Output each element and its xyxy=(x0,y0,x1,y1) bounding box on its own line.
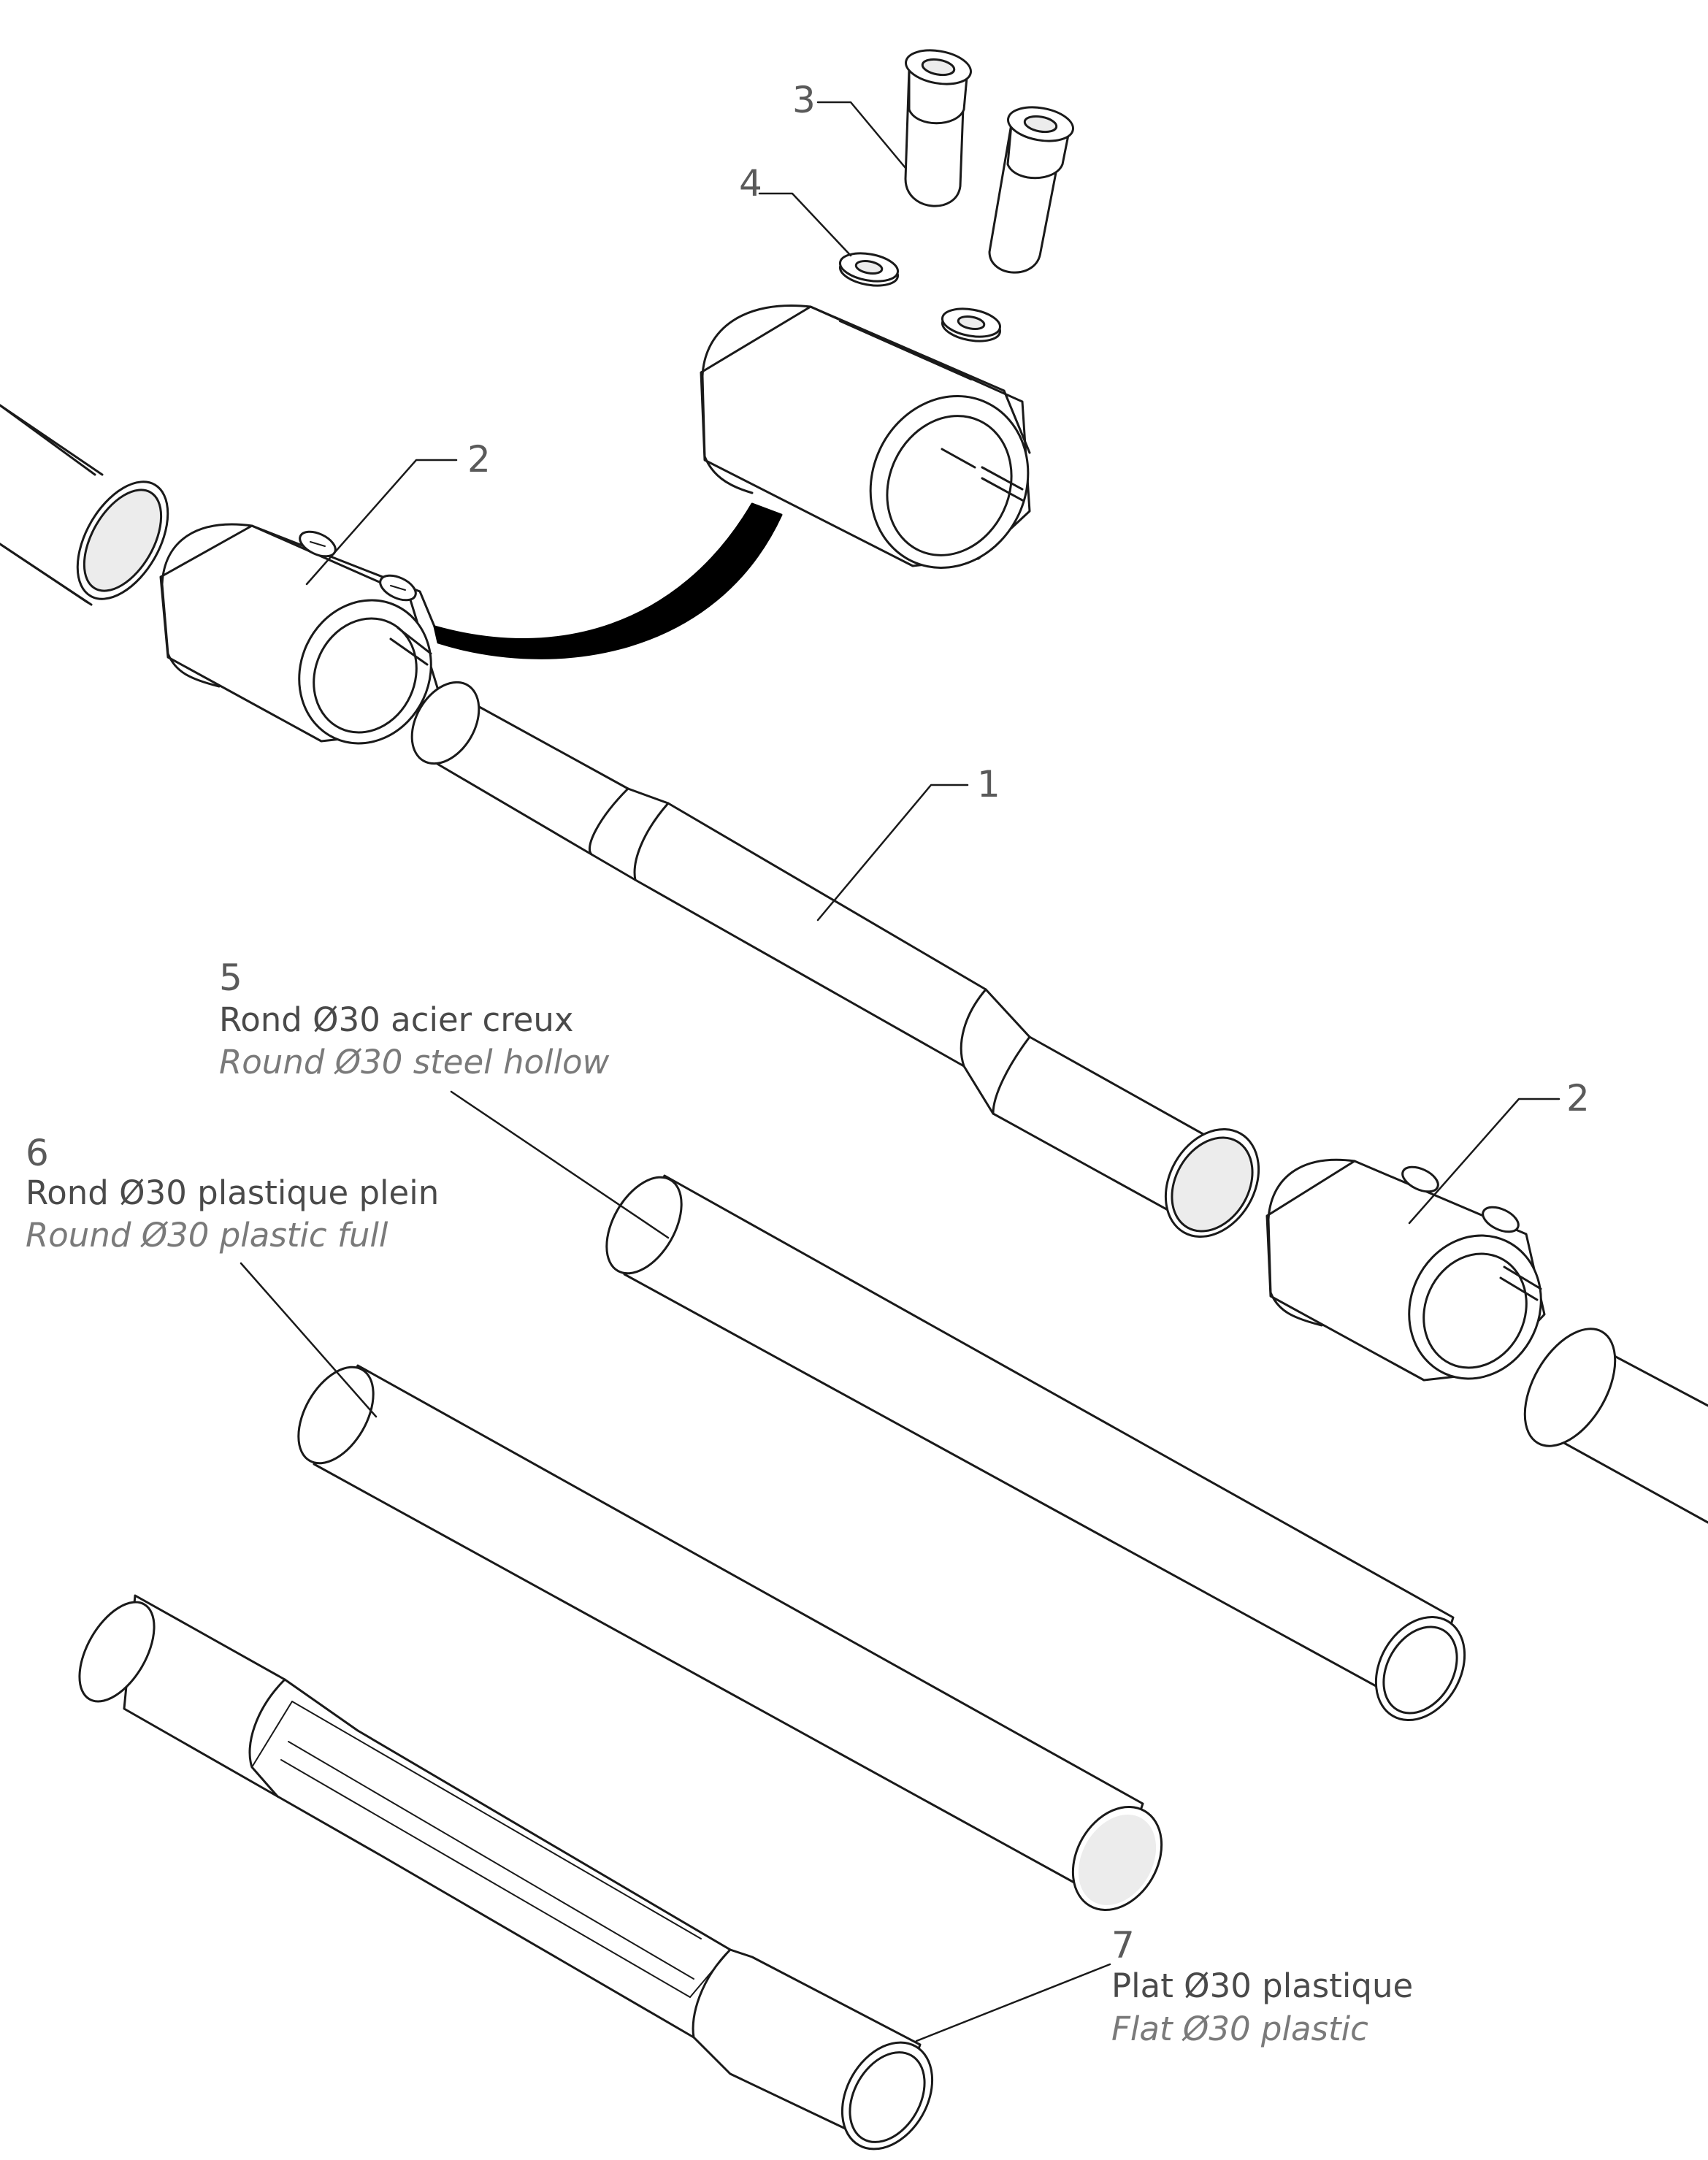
variant-7-en: Flat Ø30 plastic xyxy=(1111,2010,1368,2048)
bolt-b xyxy=(988,106,1074,274)
variant-5-fr: Rond Ø30 acier creux xyxy=(219,1000,574,1039)
variant-6-en: Round Ø30 plastic full xyxy=(26,1216,388,1255)
variant-6-number: 6 xyxy=(26,1132,49,1174)
leader-4 xyxy=(758,192,852,257)
callout-3: 3 xyxy=(792,79,816,121)
left-tube xyxy=(0,404,169,606)
variant-6-fr: Rond Ø30 plastique plein xyxy=(26,1173,440,1212)
variant-7-number: 7 xyxy=(1111,1924,1135,1966)
leader-1 xyxy=(816,784,969,922)
clamp-right xyxy=(1265,1158,1546,1382)
leader-2-right xyxy=(1408,1098,1560,1225)
callout-2-right: 2 xyxy=(1566,1077,1590,1119)
leader-7 xyxy=(915,1963,1111,2042)
bolt-a xyxy=(904,49,972,207)
washer-a xyxy=(838,252,900,287)
callout-4: 4 xyxy=(739,162,762,204)
leader-5 xyxy=(450,1090,670,1239)
callout-1: 1 xyxy=(977,763,1000,805)
variant-5-tube xyxy=(605,1174,1466,1722)
bar-part-1 xyxy=(410,681,1260,1238)
variant-7-fr: Plat Ø30 plastique xyxy=(1111,1966,1414,2005)
variant-5-en: Round Ø30 steel hollow xyxy=(219,1043,610,1081)
strap xyxy=(433,502,783,659)
leader-2-left xyxy=(305,459,458,586)
clamp-left xyxy=(159,523,440,745)
right-tube xyxy=(1523,1328,1708,1524)
callout-2-left: 2 xyxy=(467,438,491,480)
clamp-top xyxy=(700,305,1031,569)
leader-3 xyxy=(816,101,907,169)
variant-7-flat-bar xyxy=(78,1594,934,2151)
leader-lines xyxy=(240,101,1560,2042)
variant-6-rod xyxy=(297,1364,1163,1912)
washer-b xyxy=(941,307,1002,342)
leader-6 xyxy=(240,1262,378,1418)
variant-5-number: 5 xyxy=(219,957,242,999)
